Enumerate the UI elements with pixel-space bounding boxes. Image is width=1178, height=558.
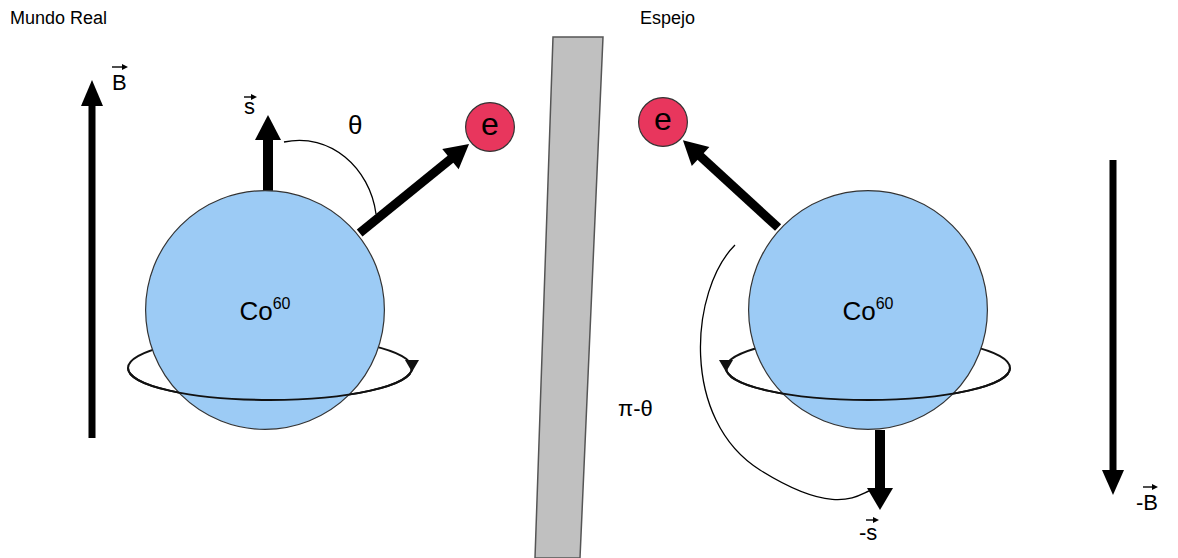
arrow-shaft [699,155,778,227]
rotation-ring [128,368,412,400]
emission-arrow [360,144,469,233]
field-arrow-shaft [89,104,96,438]
vector-label: -B [1136,492,1158,514]
electron: e [638,97,688,147]
ring-arrowhead [405,360,419,372]
node-text: Co [239,298,272,324]
angle-label: θ [348,112,362,138]
angle-label: π-θ [618,398,653,420]
node-text: Co [842,298,875,324]
rotation-ring [726,368,1010,400]
superscript: 60 [273,296,291,312]
panel-title: Mundo Real [10,9,107,27]
mirror [535,37,603,558]
spin-arrow-head [255,115,281,140]
superscript: 60 [876,296,894,312]
vector-accent [112,64,1158,523]
field-arrow-shaft [1110,160,1117,472]
electron-shape [639,98,688,147]
spin-arrow-shaft [875,430,885,490]
arrow-head [442,144,469,169]
text-holder: e [638,97,688,147]
text-group: e [654,103,672,135]
electron: e [465,102,515,152]
node-text: e [481,108,499,140]
spin-arrow-shaft [263,138,273,192]
arrow-head [683,140,709,166]
arrow-shaft [360,158,452,233]
field-arrow-head [81,80,103,106]
electron-shape [466,103,515,152]
spin-arrow-head [867,488,893,510]
panel-title: Espejo [640,9,695,27]
text-holder: e [465,102,515,152]
node-text: e [654,103,672,135]
text-group: Co60 [842,296,893,324]
text-group: e [481,108,499,140]
emission-arrow [683,140,778,227]
ring-arrowhead [719,360,733,372]
vector-label: s [244,96,255,118]
vector-label: B [112,72,127,94]
vector-label: -s [859,522,877,544]
text-group: Co60 [239,296,290,324]
field-arrow-head [1102,470,1124,495]
